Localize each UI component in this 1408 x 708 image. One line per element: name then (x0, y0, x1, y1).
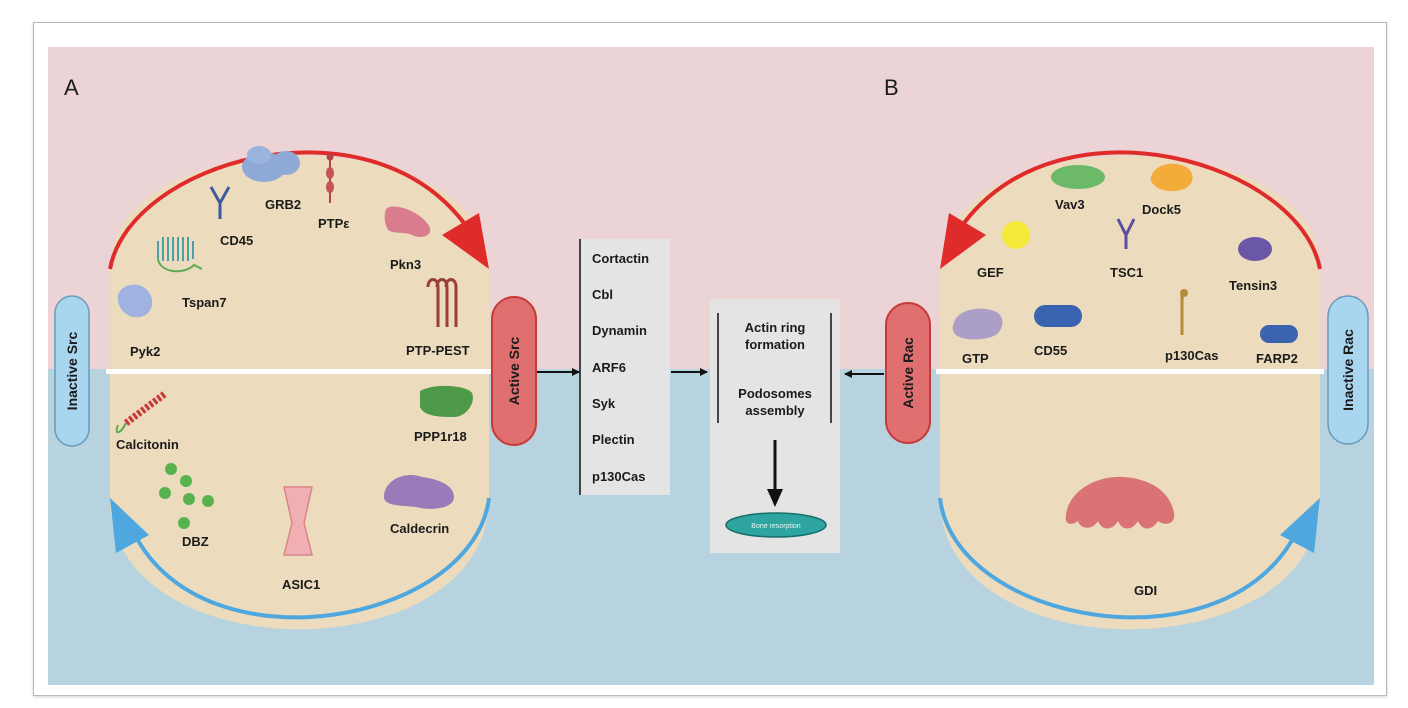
substrate-syk: Syk (592, 396, 616, 411)
label-ptp-pest: PTP-PEST (406, 343, 470, 358)
label-pkn3: Pkn3 (390, 257, 421, 272)
ptp-epsilon-icon (326, 153, 334, 203)
svg-text:Active Rac: Active Rac (900, 337, 916, 409)
cell-b-activation-arc (962, 150, 1322, 270)
cell-a-membrane (106, 369, 492, 374)
label-tensin3: Tensin3 (1229, 278, 1277, 293)
substrate-arf6: ARF6 (592, 360, 626, 375)
gef-icon (1002, 221, 1030, 249)
label-vav3: Vav3 (1055, 197, 1085, 212)
label-caldecrin: Caldecrin (390, 521, 449, 536)
p130cas-icon (1180, 289, 1188, 335)
figure-frame: A B GRB2 PTPε CD45 Pkn3 Tspan7 Pyk2 (33, 22, 1387, 696)
svg-text:Bone resorption: Bone resorption (751, 523, 801, 530)
inactive-src-pill: Inactive Src (54, 295, 90, 447)
cell-b-blue-arrowhead (1280, 498, 1320, 553)
substrate-cbl: Cbl (592, 287, 613, 302)
label-gdi: GDI (1134, 583, 1157, 598)
label-cd55: CD55 (1034, 343, 1067, 358)
label-dbz: DBZ (182, 534, 209, 549)
cell-a-red-arrowhead (442, 213, 489, 269)
label-pyk2: Pyk2 (130, 344, 160, 359)
label-asic1: ASIC1 (282, 577, 320, 592)
cell-a-inactivation-arc (132, 497, 491, 620)
cell-a-body (110, 155, 489, 630)
cell-a-blue-arrowhead (110, 498, 149, 553)
label-ptp-epsilon: PTPε (318, 216, 349, 231)
podosomes-line2: assembly (745, 403, 805, 418)
svg-text:Inactive Src: Inactive Src (64, 331, 80, 410)
label-gtp: GTP (962, 351, 989, 366)
label-tspan7: Tspan7 (182, 295, 227, 310)
outcome-box (710, 299, 840, 553)
svg-text:Inactive Rac: Inactive Rac (1340, 329, 1356, 411)
asic1-icon (283, 486, 313, 556)
substrate-plectin: Plectin (592, 432, 635, 447)
farp2-icon (1260, 325, 1298, 343)
inactive-rac-pill: Inactive Rac (1327, 295, 1369, 445)
label-calcitonin: Calcitonin (116, 437, 179, 452)
active-src-pill: Active Src (491, 296, 537, 446)
tspan7-icon (157, 237, 203, 273)
label-farp2: FARP2 (1256, 351, 1298, 366)
dock5-icon (1150, 163, 1193, 192)
caldecrin-icon (383, 475, 454, 509)
gdi-icon (1065, 476, 1175, 529)
substrate-box (580, 239, 670, 495)
substrate-p130cas: p130Cas (592, 469, 645, 484)
podosomes-line1: Podosomes (738, 386, 812, 401)
cd55-icon (1034, 305, 1082, 327)
arrow-to-bone-resorption-head (767, 489, 783, 507)
cd45-icon (209, 186, 231, 219)
ptp-pest-icon (426, 278, 458, 327)
cell-b-body (940, 155, 1320, 630)
actin-ring-line2: formation (745, 337, 805, 352)
svg-text:Active Src: Active Src (506, 337, 522, 406)
label-dock5: Dock5 (1142, 202, 1181, 217)
label-gef: GEF (977, 265, 1004, 280)
label-tsc1: TSC1 (1110, 265, 1143, 280)
panel-b-letter: B (884, 75, 899, 100)
bone-resorption-badge: Bone resorption (725, 512, 827, 538)
calcitonin-icon (115, 390, 169, 434)
label-grb2: GRB2 (265, 197, 301, 212)
label-p130cas-b: p130Cas (1165, 348, 1218, 363)
ppp1r18-icon (420, 385, 473, 417)
panel-a-letter: A (64, 75, 79, 100)
active-rac-pill: Active Rac (885, 302, 931, 444)
pkn3-icon (384, 206, 431, 237)
dbz-icon (159, 463, 214, 529)
cell-b-red-arrowhead (940, 213, 986, 269)
label-ppp1r18: PPP1r18 (414, 429, 467, 444)
cell-b-membrane (936, 369, 1324, 374)
vav3-icon (1051, 165, 1105, 189)
label-cd45: CD45 (220, 233, 253, 248)
cell-b-inactivation-arc (938, 497, 1298, 620)
tensin3-icon (1238, 237, 1272, 261)
actin-ring-line1: Actin ring (745, 320, 806, 335)
pyk2-icon (117, 284, 153, 318)
grb2-icon (242, 146, 300, 182)
substrate-dynamin: Dynamin (592, 323, 647, 338)
substrate-cortactin: Cortactin (592, 251, 649, 266)
signaling-diagram: A B GRB2 PTPε CD45 Pkn3 Tspan7 Pyk2 (48, 47, 1374, 685)
gtp-icon (952, 308, 1003, 340)
tsc1-icon (1116, 218, 1136, 249)
